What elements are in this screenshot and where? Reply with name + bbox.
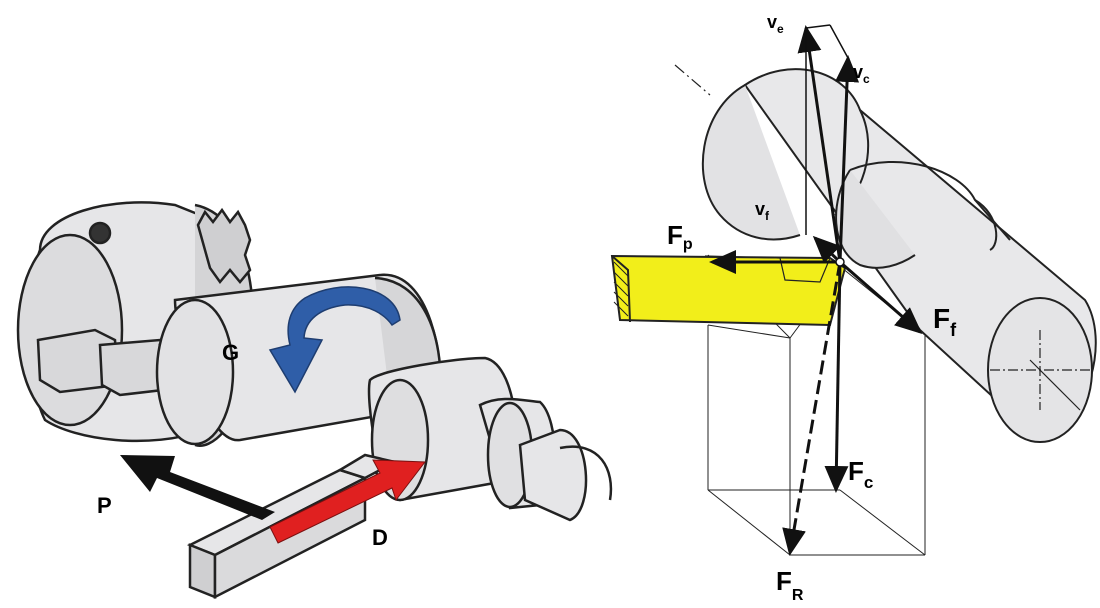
vector-ff <box>839 260 923 334</box>
label-P: P <box>97 493 112 518</box>
force-vectors <box>709 250 923 556</box>
vector-vc <box>835 55 860 263</box>
depth-arrow-D <box>269 459 426 544</box>
feed-arrow-P <box>120 455 275 520</box>
label-vf: vf <box>755 199 770 223</box>
vector-ve <box>797 25 842 263</box>
vector-fr <box>782 261 842 556</box>
rotation-arrow <box>268 286 401 394</box>
center-axis-line <box>674 64 711 96</box>
left-figure: G P D <box>16 201 613 600</box>
label-G: G <box>222 340 239 365</box>
workpiece-right <box>701 68 1097 443</box>
cutting-tool <box>610 254 847 327</box>
right-figure: ve vc vf Fp Ff Fc FR <box>610 12 1097 604</box>
label-ve: ve <box>767 12 784 36</box>
label-vc: vc <box>853 62 870 86</box>
contact-point <box>835 257 845 267</box>
label-D: D <box>372 525 388 550</box>
velocity-vectors <box>797 24 860 264</box>
label-fr: FR <box>776 566 804 604</box>
vector-vf <box>812 235 842 264</box>
label-ff: Ff <box>933 303 957 340</box>
label-fp: Fp <box>667 220 693 253</box>
label-fc: Fc <box>848 456 873 492</box>
vector-fc <box>824 261 849 493</box>
